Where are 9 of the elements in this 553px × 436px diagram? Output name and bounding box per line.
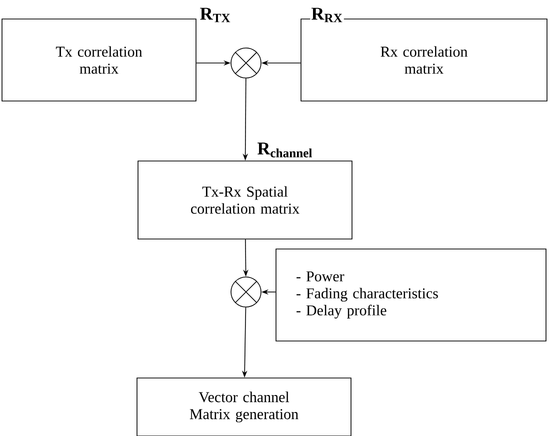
edge-label: R$_{TX}$ — [198, 6, 232, 24]
process-box: Tx correlation matrix — [2, 18, 196, 102]
process-box: Vector channel Matrix generation — [136, 378, 352, 436]
process-box: - Power - Fading characteristics - Delay profile — [276, 248, 546, 342]
multiplier-symbol — [230, 276, 262, 308]
edge-label: R$_{channel}$ — [256, 142, 314, 158]
edge-label: R$_{RX}$ — [310, 6, 344, 24]
multiplier-symbol — [230, 48, 262, 78]
process-box: Tx-Rx Spatial correlation matrix — [138, 160, 352, 240]
